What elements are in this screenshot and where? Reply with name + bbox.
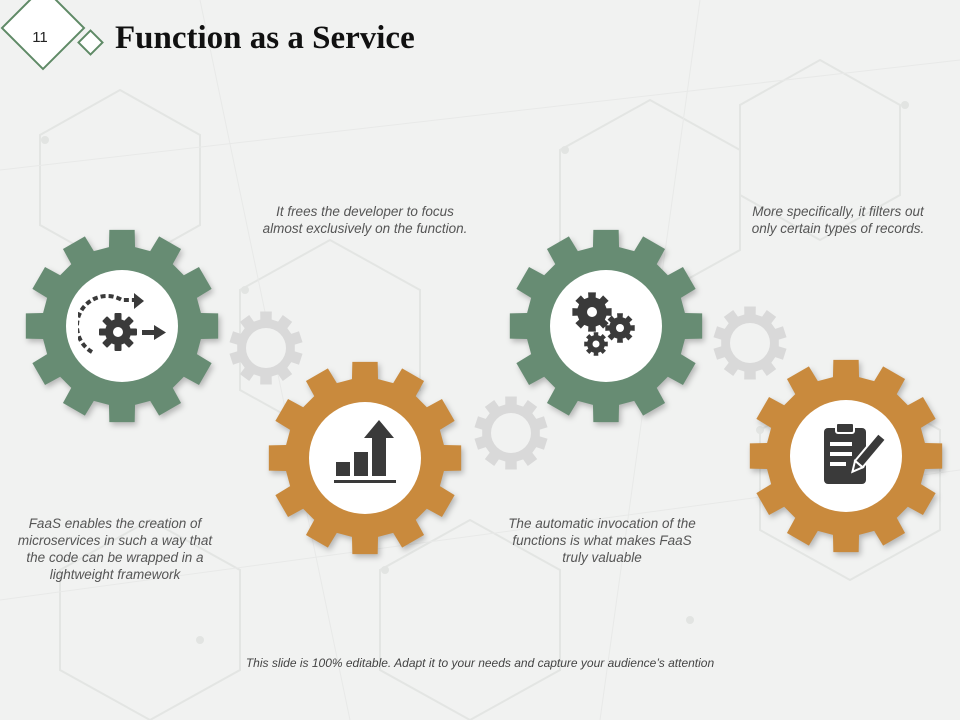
slide-title: Function as a Service [115, 20, 415, 56]
slide-footer: This slide is 100% editable. Adapt it to… [245, 656, 715, 670]
slide-number: 11 [32, 29, 48, 46]
caption-filters-records: More specifically, it filters out only c… [751, 204, 925, 236]
bar-chart-arrow-icon [334, 420, 396, 483]
small-grey-gear [229, 311, 303, 385]
gear-cycle-arrow-icon [78, 293, 166, 354]
clipboard-pen-icon [824, 422, 886, 484]
gears-cluster-icon [572, 292, 635, 356]
small-grey-gear [713, 306, 787, 380]
small-grey-gear [474, 396, 548, 470]
caption-automatic-invocation: The automatic invocation of the function… [508, 516, 696, 565]
caption-microservices: FaaS enables the creation of microservic… [17, 516, 213, 582]
caption-frees-developer: It frees the developer to focus almost e… [262, 204, 468, 236]
